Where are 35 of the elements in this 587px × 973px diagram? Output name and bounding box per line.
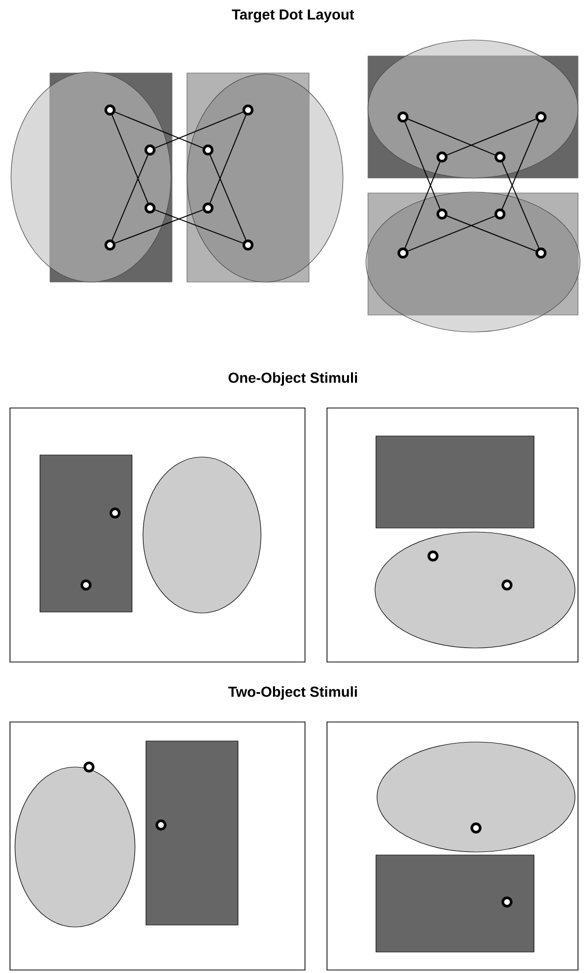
- dot: [144, 202, 156, 214]
- dot: [242, 240, 254, 250]
- connecting-line: [210, 114, 246, 204]
- connecting-line: [112, 114, 148, 204]
- section-title: One-Object Stimuli: [228, 372, 357, 386]
- section-title: Two-Object Stimuli: [228, 686, 357, 700]
- dot: [536, 112, 546, 122]
- connecting-line: [154, 112, 244, 148]
- connecting-line: [502, 162, 540, 248]
- connecting-line: [446, 216, 536, 252]
- dot: [202, 202, 214, 214]
- dot: [398, 248, 408, 258]
- dot: [202, 144, 214, 156]
- connecting-line: [210, 154, 246, 240]
- connecting-line: [112, 154, 148, 240]
- section-title: Target Dot Layout: [232, 10, 354, 22]
- dot: [144, 144, 156, 156]
- connecting-line: [408, 216, 496, 252]
- dot: [398, 112, 408, 122]
- connecting-line: [404, 162, 440, 248]
- connecting-line: [114, 209, 204, 244]
- dot: [104, 240, 116, 250]
- connecting-line: [154, 209, 244, 244]
- dot: [436, 152, 448, 162]
- connecting-line: [114, 112, 204, 148]
- connecting-line: [408, 118, 496, 156]
- connecting-line: [502, 122, 540, 210]
- dot: [494, 152, 506, 162]
- dot: [104, 104, 116, 116]
- connecting-line: [404, 122, 440, 210]
- dot: [536, 248, 546, 258]
- dot: [494, 208, 506, 220]
- dot: [436, 208, 448, 220]
- dot: [242, 104, 254, 116]
- connecting-line: [446, 118, 536, 156]
